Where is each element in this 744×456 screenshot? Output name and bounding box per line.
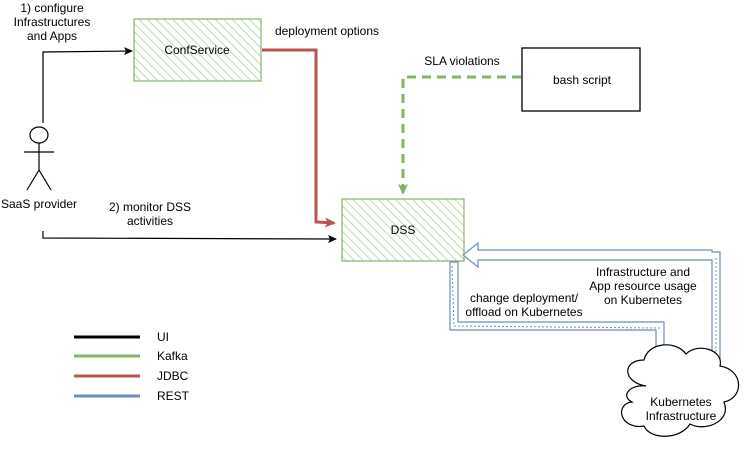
legend-item-ui: UI	[74, 330, 169, 344]
kubernetes-cloud-node: Kubernetes Infrastructure	[621, 344, 740, 437]
monitor-edge-label: 2) monitor DSS activities	[109, 200, 191, 228]
legend-item-kafka: Kafka	[74, 349, 188, 363]
bash-script-node: bash script	[521, 47, 641, 112]
saas-provider-label: SaaS provider	[1, 197, 77, 211]
svg-text:and Apps: and Apps	[27, 29, 77, 43]
bash-script-label: bash script	[553, 73, 612, 87]
change-deployment-label: change deployment/ offload on Kubernetes	[465, 291, 582, 319]
configure-connector	[42, 47, 133, 123]
legend-label-jdbc: JDBC	[157, 369, 189, 383]
svg-text:App resource usage: App resource usage	[589, 279, 697, 293]
sla-violations-label: SLA violations	[424, 54, 499, 68]
svg-text:offload on Kubernetes: offload on Kubernetes	[465, 305, 582, 319]
cloud-icon	[621, 344, 740, 437]
deployment-options-connector	[262, 48, 336, 228]
svg-text:2) monitor DSS: 2) monitor DSS	[109, 200, 191, 214]
deployment-options-label: deployment options	[275, 24, 379, 38]
legend-item-rest: REST	[74, 389, 190, 403]
dss-label: DSS	[391, 223, 416, 237]
confservice-label: ConfService	[164, 43, 230, 57]
stick-figure-icon	[24, 126, 54, 191]
svg-text:Infrastructures: Infrastructures	[14, 15, 91, 29]
svg-text:on Kubernetes: on Kubernetes	[604, 293, 682, 307]
confservice-node: ConfService	[133, 18, 262, 82]
svg-text:change deployment/: change deployment/	[470, 291, 579, 305]
sla-violations-connector	[398, 75, 521, 195]
svg-text:Kubernetes: Kubernetes	[650, 395, 711, 409]
svg-text:Infrastructure and: Infrastructure and	[596, 265, 690, 279]
configure-edge-label: 1) configure Infrastructures and Apps	[14, 1, 91, 43]
dss-node: DSS	[341, 198, 465, 262]
legend-label-kafka: Kafka	[157, 349, 188, 363]
legend-label-rest: REST	[157, 389, 190, 403]
resource-usage-label: Infrastructure and App resource usage on…	[589, 265, 697, 307]
svg-text:1) configure: 1) configure	[20, 1, 84, 15]
legend: UI Kafka JDBC REST	[74, 330, 190, 403]
legend-item-jdbc: JDBC	[74, 369, 189, 383]
svg-text:activities: activities	[127, 214, 173, 228]
legend-label-ui: UI	[157, 330, 169, 344]
saas-provider-actor: SaaS provider	[1, 126, 77, 211]
svg-text:Infrastructure: Infrastructure	[646, 409, 717, 423]
monitor-connector	[42, 231, 337, 243]
